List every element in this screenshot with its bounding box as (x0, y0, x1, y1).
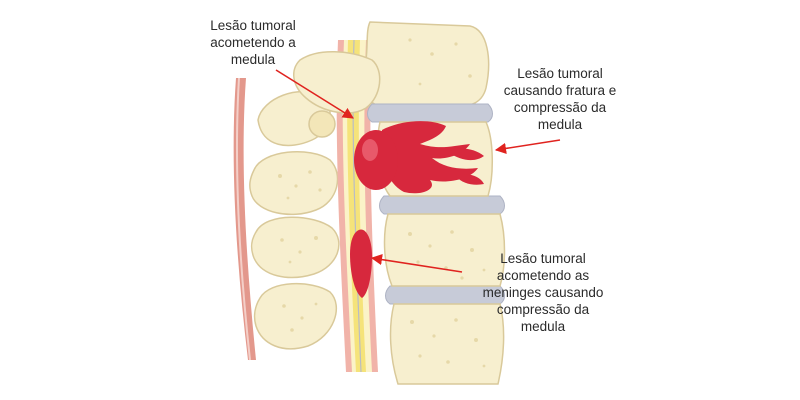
callout-line: Lesão tumoral (500, 251, 586, 266)
callout-line: acometendo as (496, 268, 590, 283)
tumor-meninges (350, 229, 372, 298)
tumor-fracture (382, 121, 484, 194)
callout-line: acometendo a (210, 35, 296, 50)
callout-fracture-lesion: Lesão tumoral causando fratura e compres… (490, 65, 630, 133)
callout-line: compressão da (513, 100, 607, 115)
upper-articular-process (293, 51, 381, 114)
tumor-mass-highlight (362, 139, 378, 161)
tumor-mass-epidural (354, 130, 398, 190)
arrow-fracture-lesion (494, 139, 561, 154)
bone-texture-posterior (278, 170, 322, 332)
callout-line: meninges causando (482, 285, 604, 300)
bone-texture-anterior (408, 38, 486, 368)
callout-line: causando fratura e (503, 83, 617, 98)
facet-joint (308, 110, 336, 138)
lower-vertebra-1 (383, 213, 506, 287)
callout-line: compressão da (496, 302, 590, 317)
intervertebral-disc-2 (379, 195, 505, 215)
upper-vertebra (363, 21, 490, 109)
callout-line: medula (230, 52, 276, 67)
callout-line: medula (537, 117, 583, 132)
lower-vertebra-2 (389, 303, 505, 385)
callout-line: medula (520, 319, 566, 334)
posterior-ligament-inner (236, 77, 251, 361)
callout-meninges-lesion: Lesão tumoral acometendo as meninges cau… (468, 250, 618, 335)
arrow-meninges-lesion (370, 254, 463, 273)
callout-spinal-cord-lesion: Lesão tumoral acometendo a medula (178, 17, 328, 68)
callout-line: Lesão tumoral (210, 18, 296, 33)
intervertebral-disc-1 (367, 103, 493, 123)
callout-line: Lesão tumoral (517, 66, 603, 81)
posterior-ligament (233, 78, 256, 360)
arrow-spinal-cord-lesion (275, 69, 354, 119)
